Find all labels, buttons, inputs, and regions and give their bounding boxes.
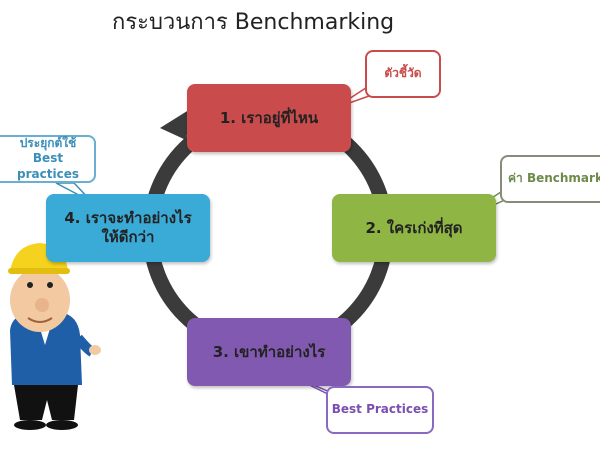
callout-best-practices-text: Best Practices	[331, 402, 429, 417]
callout-benchmark-value-text: ค่า Benchmarking	[508, 171, 600, 186]
cycle-arrowhead-icon	[160, 108, 192, 140]
step-1-label: 1. เราอยู่ที่ไหน	[219, 108, 319, 127]
step-2-box: 2. ใครเก่งที่สุด	[332, 194, 496, 262]
callout-apply-best-practices-text: ประยุกต์ใช้ Best practices	[17, 135, 79, 181]
step-3-label: 3. เขาทำอย่างไร	[212, 342, 326, 361]
callout-indicator: ตัวชี้วัด	[365, 50, 441, 98]
step-1-box: 1. เราอยู่ที่ไหน	[187, 84, 351, 152]
step-3-box: 3. เขาทำอย่างไร	[187, 318, 351, 386]
step-4-label: 4. เราจะทำอย่างไร ให้ดีกว่า	[64, 209, 192, 246]
callout-benchmark-value: ค่า Benchmarking	[500, 155, 600, 203]
callout-best-practices: Best Practices	[326, 386, 434, 434]
diagram-title: กระบวนการ Benchmarking	[112, 10, 395, 35]
worker-character-illustration	[8, 243, 101, 430]
callout-apply-best-practices: ประยุกต์ใช้ Best practices	[0, 135, 96, 183]
step-4-box: 4. เราจะทำอย่างไร ให้ดีกว่า	[46, 194, 210, 262]
callout-indicator-text: ตัวชี้วัด	[384, 66, 422, 81]
step-2-label: 2. ใครเก่งที่สุด	[365, 218, 463, 237]
